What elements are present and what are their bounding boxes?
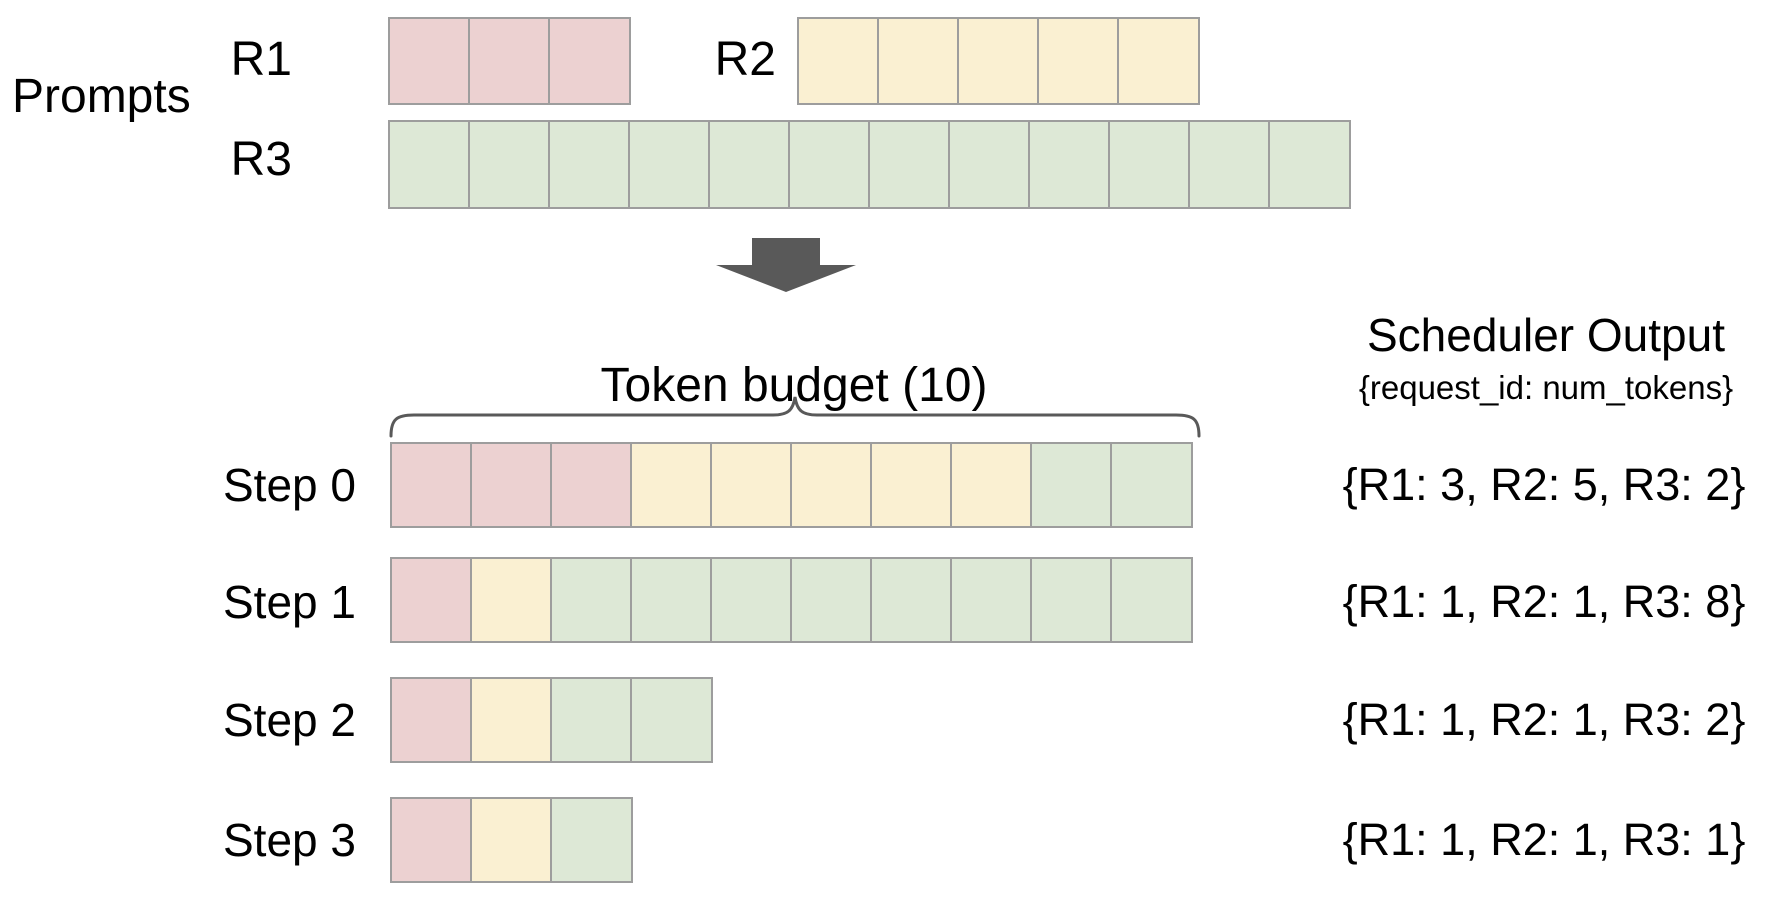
step-0-token-row	[390, 442, 1193, 528]
token-cell-r1	[470, 442, 553, 528]
token-cell-r3	[950, 557, 1033, 643]
token-cell-r2	[950, 442, 1033, 528]
token-cell-r2	[470, 557, 553, 643]
token-cell-r2	[630, 442, 713, 528]
step-3-label: Step 3	[223, 814, 356, 866]
token-cell-r2	[470, 677, 553, 763]
token-cell-r1	[390, 677, 473, 763]
token-cell-r3	[1268, 120, 1351, 209]
token-cell-r2	[877, 17, 960, 105]
token-cell-r3	[870, 557, 953, 643]
token-cell-r2	[957, 17, 1040, 105]
token-cell-r3	[468, 120, 551, 209]
token-cell-r3	[708, 120, 791, 209]
step-0-label: Step 0	[223, 459, 356, 511]
token-cell-r2	[797, 17, 880, 105]
token-cell-r3	[550, 797, 633, 883]
token-cell-r2	[790, 442, 873, 528]
token-cell-r1	[390, 797, 473, 883]
token-cell-r3	[550, 557, 633, 643]
token-cell-r1	[550, 442, 633, 528]
step-0-scheduler-output: {R1: 3, R2: 5, R3: 2}	[1342, 459, 1746, 510]
step-2-token-row	[390, 677, 713, 763]
token-cell-r3	[1188, 120, 1271, 209]
token-cell-r1	[468, 17, 551, 105]
token-cell-r3	[868, 120, 951, 209]
token-cell-r3	[550, 677, 633, 763]
request-r1-token-row	[388, 17, 631, 105]
step-2-label: Step 2	[223, 694, 356, 746]
token-cell-r3	[388, 120, 471, 209]
step-2-scheduler-output: {R1: 1, R2: 1, R3: 2}	[1342, 694, 1746, 745]
token-cell-r3	[548, 120, 631, 209]
token-cell-r3	[1028, 120, 1111, 209]
step-1-label: Step 1	[223, 576, 356, 628]
token-cell-r3	[1110, 442, 1193, 528]
request-r2-token-row	[797, 17, 1200, 105]
step-3-token-row	[390, 797, 633, 883]
token-cell-r3	[628, 120, 711, 209]
token-cell-r2	[1037, 17, 1120, 105]
token-cell-r3	[1108, 120, 1191, 209]
token-cell-r1	[390, 442, 473, 528]
step-1-scheduler-output: {R1: 1, R2: 1, R3: 8}	[1342, 576, 1746, 627]
token-budget-brace-icon	[389, 396, 1201, 438]
token-cell-r3	[1030, 442, 1113, 528]
token-cell-r3	[1110, 557, 1193, 643]
token-cell-r3	[1030, 557, 1113, 643]
request-r3-token-row	[388, 120, 1351, 209]
scheduler-output-subtitle: {request_id: num_tokens}	[1358, 369, 1734, 406]
token-cell-r3	[790, 557, 873, 643]
request-label-r1: R1	[230, 33, 292, 86]
token-cell-r3	[630, 557, 713, 643]
prompts-label: Prompts	[12, 70, 191, 123]
token-cell-r2	[710, 442, 793, 528]
request-label-r2: R2	[714, 33, 776, 86]
token-cell-r3	[788, 120, 871, 209]
token-cell-r3	[948, 120, 1031, 209]
token-cell-r3	[630, 677, 713, 763]
token-cell-r1	[388, 17, 471, 105]
token-cell-r2	[470, 797, 553, 883]
token-cell-r1	[390, 557, 473, 643]
request-label-r3: R3	[230, 133, 292, 186]
down-arrow-icon	[716, 238, 856, 292]
step-3-scheduler-output: {R1: 1, R2: 1, R3: 1}	[1342, 814, 1746, 865]
scheduler-output-title: Scheduler Output	[1366, 309, 1725, 361]
token-cell-r3	[710, 557, 793, 643]
token-cell-r2	[870, 442, 953, 528]
step-1-token-row	[390, 557, 1193, 643]
token-cell-r2	[1117, 17, 1200, 105]
token-cell-r1	[548, 17, 631, 105]
